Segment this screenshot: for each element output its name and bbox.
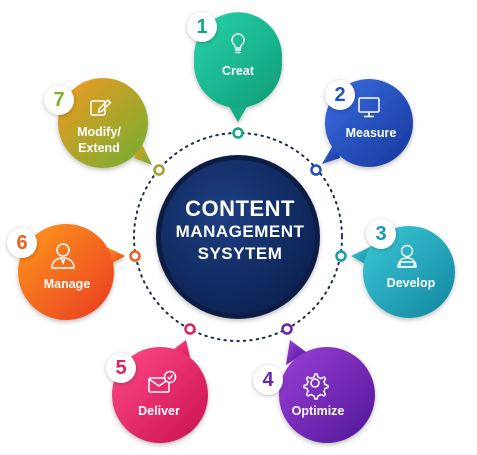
center-title-line-2: MANAGEMENT <box>175 222 305 241</box>
stage-2-label: Measure <box>345 126 397 140</box>
center-title: CONTENT MANAGEMENT SYSYTEM <box>150 196 330 265</box>
stage-2-number: 2 <box>325 80 355 110</box>
envelope-check-icon <box>148 370 177 393</box>
stage-7-label: Modify/ Extend <box>77 125 121 155</box>
center-title-line-3: SYSYTEM <box>197 244 283 263</box>
stage-5-number: 5 <box>106 353 136 383</box>
stage-6-bubble <box>18 224 125 320</box>
connector-dot-2 <box>310 164 322 176</box>
stage-4-number: 4 <box>253 365 283 395</box>
stage-3-number: 3 <box>366 219 396 249</box>
stage-5-label: Deliver <box>138 404 180 418</box>
stage-7-number: 7 <box>44 85 74 115</box>
stage-1-number: 1 <box>187 12 217 42</box>
center-circle <box>161 160 315 314</box>
stage-7-bubble <box>58 78 152 168</box>
connector-dot-3 <box>335 250 347 262</box>
edit-icon <box>90 98 112 116</box>
connector-dot-6 <box>129 250 141 262</box>
stage-6-label: Manage <box>43 277 91 291</box>
stage-5-bubble <box>112 340 208 443</box>
stage-1-bubble <box>194 12 282 122</box>
stage-1-label: Creat <box>222 64 254 78</box>
connector-dot-4 <box>281 323 293 335</box>
stage-4-bubble <box>279 340 375 443</box>
ring-connectors <box>129 127 347 335</box>
lightbulb-icon <box>231 33 245 54</box>
monitor-icon <box>358 97 380 118</box>
connector-dot-5 <box>184 323 196 335</box>
connector-dot-1 <box>232 127 244 139</box>
stage-6-number: 6 <box>7 228 37 258</box>
gear-icon <box>303 373 329 400</box>
stage-3-bubble <box>351 226 455 318</box>
center-title-line-1: CONTENT <box>185 196 295 221</box>
stage-3-label: Develop <box>386 276 436 290</box>
manager-icon <box>51 243 75 269</box>
stage-4-label: Optimize <box>291 404 345 418</box>
connector-dot-7 <box>153 164 165 176</box>
developer-icon <box>397 244 417 268</box>
